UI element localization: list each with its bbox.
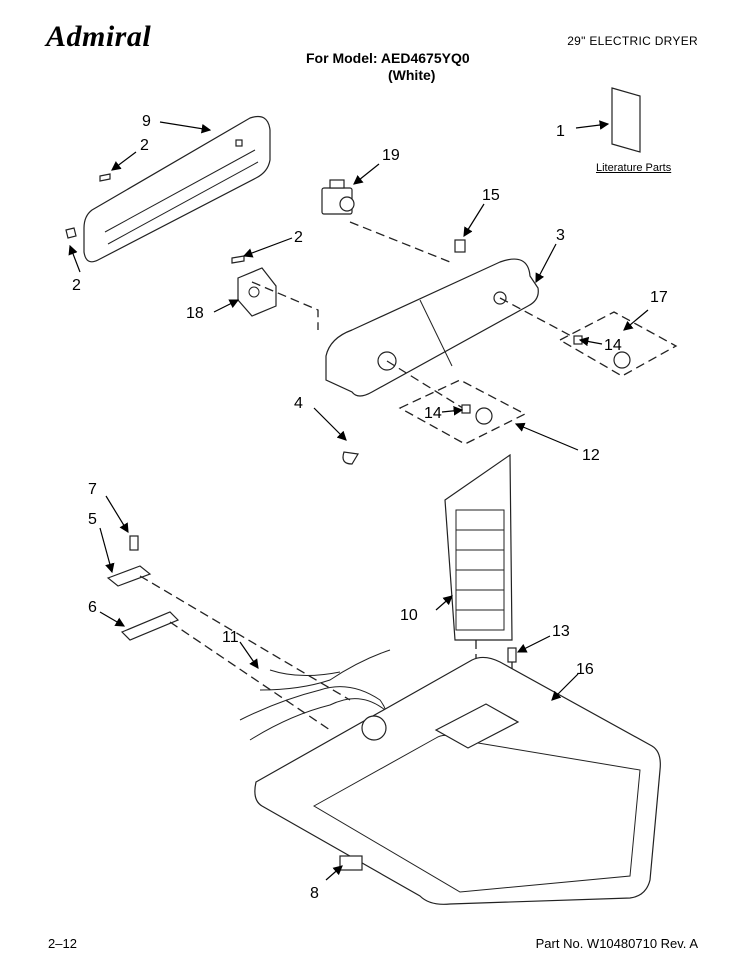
part-13-screw — [507, 647, 517, 663]
part-2-screws — [65, 173, 245, 264]
connector-line — [349, 221, 451, 263]
callout-9: 9 — [142, 113, 151, 130]
literature-parts-label: Literature Parts — [596, 162, 672, 174]
part-12-group — [398, 379, 527, 445]
color-line: (White) — [388, 67, 436, 83]
product-type: 29" ELECTRIC DRYER — [567, 34, 698, 48]
part-9-console-back — [83, 115, 271, 263]
model-line: For Model: AED4675YQ0 — [306, 50, 470, 66]
callout-8: 8 — [310, 885, 319, 902]
brand-logo: Admiral — [46, 20, 152, 53]
part-10-lint-screen — [444, 453, 513, 641]
callout-4: 4 — [294, 395, 303, 412]
callout-3: 3 — [556, 227, 565, 244]
part-8-block — [339, 855, 363, 871]
connector-line — [251, 281, 319, 330]
callout-labels: 1 2 2 2 3 4 5 6 7 8 9 10 11 12 13 14 14 … — [72, 113, 668, 902]
part-1-literature — [611, 87, 641, 153]
callout-12: 12 — [582, 447, 600, 464]
callout-16: 16 — [576, 661, 594, 678]
callout-2: 2 — [294, 229, 303, 246]
leader-lines — [68, 120, 649, 881]
callout-10: 10 — [400, 607, 418, 624]
callout-1: 1 — [556, 123, 565, 140]
callout-7: 7 — [88, 481, 97, 498]
callout-13: 13 — [552, 623, 570, 640]
part-number: Part No. W10480710 Rev. A — [535, 936, 698, 951]
part-5-6-7-brackets — [106, 535, 180, 641]
part-18-switch — [237, 267, 277, 317]
callout-5: 5 — [88, 511, 97, 528]
callout-18: 18 — [186, 305, 204, 322]
callout-14: 14 — [604, 337, 622, 354]
part-17-group — [558, 311, 678, 377]
connector-line — [169, 621, 331, 731]
callout-14: 14 — [424, 405, 442, 422]
part-3-console — [325, 258, 539, 397]
callout-2: 2 — [140, 137, 149, 154]
connector-line — [386, 360, 467, 411]
callout-19: 19 — [382, 147, 400, 164]
part-15-clip — [454, 239, 466, 253]
part-19-timer — [321, 179, 355, 215]
callout-17: 17 — [650, 289, 668, 306]
callout-11: 11 — [222, 629, 239, 646]
part-4-clip — [342, 451, 359, 465]
part-16-top-panel — [254, 656, 661, 905]
callout-2: 2 — [72, 277, 81, 294]
connector-line — [499, 297, 576, 339]
callout-6: 6 — [88, 599, 97, 616]
page-number: 2–12 — [48, 936, 77, 951]
callout-15: 15 — [482, 187, 500, 204]
connector-line — [139, 575, 351, 701]
